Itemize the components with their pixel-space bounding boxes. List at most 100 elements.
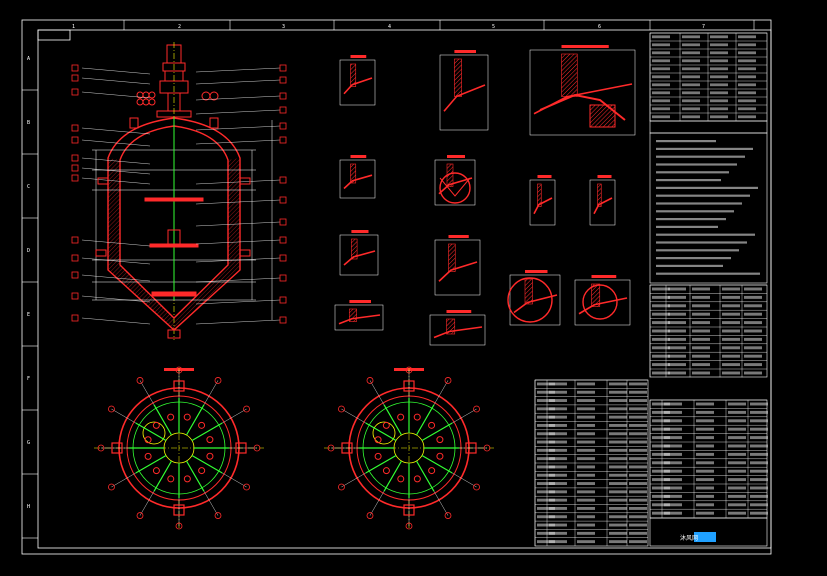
table-cell-text	[609, 457, 627, 461]
brand-badge	[694, 532, 716, 542]
spec-table-rows	[649, 32, 767, 121]
table-cell-text	[652, 452, 670, 456]
requirement-line	[656, 264, 723, 267]
callout-balloon	[71, 292, 79, 300]
plan-leader	[111, 472, 136, 488]
table-cell-text	[728, 436, 746, 440]
table-cell-text	[696, 419, 714, 423]
plan-spoke	[135, 454, 167, 474]
plan-spoke	[365, 422, 397, 442]
table-cell-text	[696, 478, 714, 482]
detail-hatch	[591, 283, 601, 307]
plan-balloon	[444, 377, 452, 384]
callout-balloon	[71, 174, 79, 182]
impellers	[144, 197, 204, 297]
brand-mark: 沐风网	[680, 534, 698, 542]
table-cell-text	[710, 75, 728, 79]
plan-balloon	[444, 512, 452, 519]
callout-balloon	[279, 196, 287, 204]
table-cell-text	[664, 402, 682, 406]
plan-nozzle	[436, 436, 444, 444]
callout-balloon	[279, 76, 287, 84]
table-cell-text	[744, 321, 762, 325]
plan-balloon	[243, 483, 250, 491]
table-cell-text	[537, 540, 555, 544]
plan-manhole	[372, 421, 396, 445]
table-cell-text	[652, 402, 670, 406]
table-cell-text	[750, 410, 768, 414]
table-cell-text	[728, 427, 746, 431]
plan-leader	[203, 491, 219, 516]
table-cell-text	[744, 312, 762, 316]
table-cell-text	[692, 337, 710, 341]
flange-hatch	[589, 104, 616, 128]
table-cell-text	[549, 399, 567, 402]
detail-section-line	[338, 314, 381, 325]
plan-lug	[111, 442, 123, 454]
table-cell-text	[722, 363, 740, 367]
table-cell-text	[549, 465, 567, 469]
table-cell-text	[537, 482, 555, 485]
table-cell-text	[609, 498, 627, 502]
callout-balloon	[279, 218, 287, 226]
table-cell-text	[696, 511, 714, 515]
callout-balloon	[279, 122, 287, 130]
table-cell-text	[537, 531, 555, 535]
table-cell-text	[682, 51, 700, 55]
table-cell-text	[577, 498, 595, 502]
table-cell-text	[577, 448, 595, 452]
requirement-line	[656, 218, 726, 221]
plan-lug	[341, 442, 353, 454]
table-cell-text	[696, 503, 714, 507]
detail-frame	[429, 314, 486, 346]
table-cell-text	[710, 43, 728, 47]
detail-title-bar	[351, 230, 369, 233]
table-cell-text	[744, 287, 762, 291]
table-cell-text	[692, 287, 710, 291]
callout-balloon	[71, 271, 79, 279]
callout-balloon	[71, 164, 79, 172]
table-cell-text	[537, 473, 555, 477]
table-cell-text	[728, 419, 746, 423]
plan-balloon	[214, 512, 222, 519]
table-cell-text	[750, 419, 768, 423]
table-cell-text	[664, 452, 682, 456]
detail-title-bar	[597, 175, 612, 178]
requirement-line	[656, 210, 734, 213]
plan-balloon	[327, 444, 335, 452]
table-cell-text	[710, 99, 728, 103]
detail-hatch	[351, 238, 358, 260]
table-cell-text	[577, 390, 595, 394]
requirement-line	[656, 194, 750, 197]
plan-nozzle	[397, 475, 405, 483]
table-cell-text	[692, 363, 710, 367]
plan-balloon	[483, 444, 491, 452]
detail-frame	[439, 54, 489, 131]
table-cell-text	[664, 478, 682, 482]
table-cell-text	[722, 304, 740, 308]
table-cell-text	[609, 482, 627, 485]
zone-label: 2	[178, 24, 181, 30]
table-cell-text	[609, 382, 627, 386]
table-cell-text	[652, 59, 670, 63]
table-cell-text	[738, 67, 756, 71]
requirement-line	[656, 272, 760, 275]
zone-label: C	[27, 184, 30, 190]
table-cell-text	[682, 91, 700, 95]
plan-spoke	[383, 404, 403, 436]
table-cell-text	[549, 432, 567, 436]
plan-spoke	[153, 460, 173, 492]
plan-spoke	[185, 460, 205, 492]
plan-spoke	[135, 422, 167, 442]
manhole-plan	[582, 284, 618, 320]
detail-hatch	[537, 183, 542, 207]
table-cell-text	[629, 531, 647, 535]
table-cell-text	[577, 407, 595, 411]
table-cell-text	[750, 511, 768, 515]
table-cell-text	[738, 51, 756, 55]
requirement-line	[656, 225, 718, 228]
table-cell-text	[692, 371, 710, 375]
requirement-line	[656, 155, 745, 158]
zone-label: E	[27, 312, 30, 318]
table-cell-text	[668, 346, 686, 350]
